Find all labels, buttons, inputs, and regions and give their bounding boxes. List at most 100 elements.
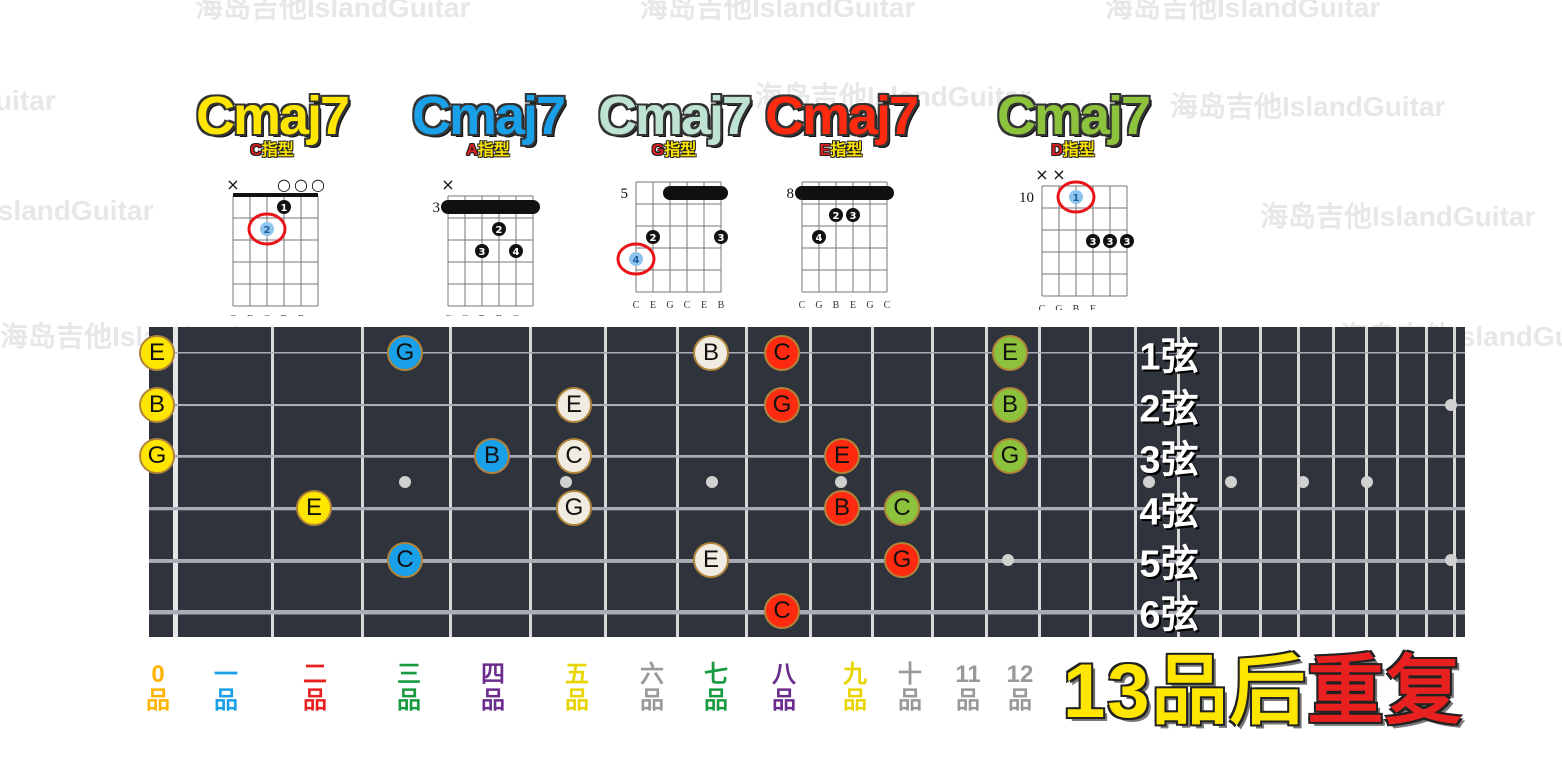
chord-diagram-c-shape: ×○○○21CEGBE bbox=[226, 175, 325, 316]
fret-wire bbox=[173, 327, 178, 637]
diagram-finger-number: 3 bbox=[479, 247, 486, 258]
string-label-3: 3弦 bbox=[1139, 439, 1199, 482]
fret-number: 11 bbox=[955, 661, 981, 688]
fret-number: 12 bbox=[1006, 661, 1034, 688]
inlay-dot bbox=[1002, 554, 1014, 566]
note-marker: G bbox=[884, 542, 920, 578]
shape-label: A指型 bbox=[403, 136, 573, 160]
chord-name: Cmaj7 bbox=[411, 86, 566, 146]
fret-number: 九 bbox=[843, 661, 867, 688]
diagram-start-fret: 5 bbox=[621, 186, 629, 202]
guitar-string bbox=[149, 559, 1465, 563]
fret-wire bbox=[604, 327, 607, 637]
fret-number: 四 bbox=[481, 661, 505, 688]
diagram-finger-number: 3 bbox=[1124, 237, 1131, 248]
diagram-finger-dot bbox=[1086, 234, 1100, 248]
fret-label-7: 七品 bbox=[696, 662, 736, 714]
note-marker: E bbox=[824, 438, 860, 474]
diagram-finger-dot bbox=[1069, 190, 1083, 204]
fret-number: 一 bbox=[214, 661, 238, 688]
inlay-dot bbox=[706, 476, 718, 488]
note-marker: C bbox=[884, 490, 920, 526]
diagram-finger-number: 3 bbox=[1107, 237, 1114, 248]
diagram-barre bbox=[795, 186, 894, 200]
diagram-string-name: E bbox=[701, 300, 707, 311]
shape-key: D bbox=[1051, 142, 1063, 159]
fret-wire bbox=[1453, 327, 1456, 637]
fret-number: 0 bbox=[151, 661, 165, 688]
diagram-string-name: E bbox=[298, 314, 304, 316]
diagram-barre bbox=[663, 186, 728, 200]
diagram-finger-number: 3 bbox=[718, 233, 725, 244]
diagram-string-name: E bbox=[1090, 304, 1096, 310]
diagram-string-name: G bbox=[815, 300, 822, 311]
diagram-finger-number: 4 bbox=[633, 255, 640, 266]
fret-label-5: 五品 bbox=[557, 662, 597, 714]
open-string-icon: ○ bbox=[294, 175, 308, 194]
repeat-text-part1: 13品后 bbox=[1063, 649, 1308, 734]
note-marker: G bbox=[992, 438, 1028, 474]
fret-wire bbox=[1396, 327, 1399, 637]
diagram-finger-number: 3 bbox=[850, 211, 857, 222]
fret-label-3: 三品 bbox=[389, 662, 429, 714]
fret-pin: 品 bbox=[898, 687, 922, 714]
diagram-string-name: C bbox=[684, 300, 691, 311]
diagram-finger-dot bbox=[509, 244, 523, 258]
diagram-finger-number: 3 bbox=[1090, 237, 1097, 248]
highlight-ring bbox=[1056, 180, 1096, 214]
shape-suffix: 指型 bbox=[261, 142, 294, 159]
fret-pin: 品 bbox=[481, 687, 505, 714]
diagram-string-name: E bbox=[850, 300, 856, 311]
muted-string-icon: × bbox=[226, 175, 239, 194]
inlay-dot bbox=[1143, 476, 1155, 488]
fret-wire bbox=[529, 327, 532, 637]
fret-number: 八 bbox=[772, 661, 796, 688]
chord-name: Cmaj7 bbox=[764, 86, 919, 146]
watermark-text: 海岛吉他IslandGuitar bbox=[1260, 201, 1536, 232]
fret-label-6: 六品 bbox=[632, 662, 672, 714]
diagram-string-name: E bbox=[650, 300, 656, 311]
diagram-finger-dot bbox=[277, 200, 291, 214]
fret-label-4: 四品 bbox=[473, 662, 513, 714]
fret-number: 二 bbox=[303, 661, 327, 688]
diagram-string-name: C bbox=[445, 314, 452, 316]
diagram-string-name: C bbox=[633, 300, 640, 311]
diagram-string-name: C bbox=[230, 314, 237, 316]
note-marker: E bbox=[556, 387, 592, 423]
note-marker: C bbox=[556, 438, 592, 474]
shape-suffix: 指型 bbox=[664, 142, 697, 159]
fret-pin: 品 bbox=[565, 687, 589, 714]
note-marker: E bbox=[992, 335, 1028, 371]
diagram-start-fret: 3 bbox=[433, 200, 441, 216]
fret-number: 十 bbox=[898, 661, 922, 688]
note-marker: B bbox=[474, 438, 510, 474]
note-marker: G bbox=[387, 335, 423, 371]
inlay-dot bbox=[560, 476, 572, 488]
fret-wire bbox=[676, 327, 679, 637]
inlay-dot bbox=[1445, 399, 1457, 411]
string-label-2: 2弦 bbox=[1139, 388, 1199, 431]
watermark-text: uitar bbox=[0, 85, 56, 116]
diagram-string-name: B bbox=[1073, 304, 1080, 310]
diagram-finger-number: 4 bbox=[816, 233, 823, 244]
fret-pin: 品 bbox=[843, 687, 867, 714]
chord-title-e-shape: Cmaj7 E指型 bbox=[756, 88, 926, 160]
string-label-1: 1弦 bbox=[1139, 336, 1199, 379]
fret-label-10: 十品 bbox=[890, 662, 930, 714]
shape-label: G指型 bbox=[589, 136, 759, 160]
watermark-text: 海岛吉他IslandGuitar bbox=[640, 0, 916, 23]
chord-title-a-shape: Cmaj7 A指型 bbox=[403, 88, 573, 160]
note-marker: B bbox=[139, 387, 175, 423]
diagram-nut bbox=[233, 193, 318, 197]
fret-wire bbox=[1177, 327, 1180, 637]
diagram-start-fret: 10 bbox=[1019, 190, 1034, 206]
open-string-icon: ○ bbox=[311, 175, 325, 194]
diagram-start-fret: 8 bbox=[787, 186, 795, 202]
shape-suffix: 指型 bbox=[1062, 142, 1095, 159]
inlay-dot bbox=[1225, 476, 1237, 488]
fret-pin: 品 bbox=[146, 687, 170, 714]
diagram-string-name: B bbox=[281, 314, 288, 316]
diagram-finger-number: 2 bbox=[650, 233, 657, 244]
watermark-text: 海岛吉他IslandGuitar bbox=[1105, 0, 1381, 23]
